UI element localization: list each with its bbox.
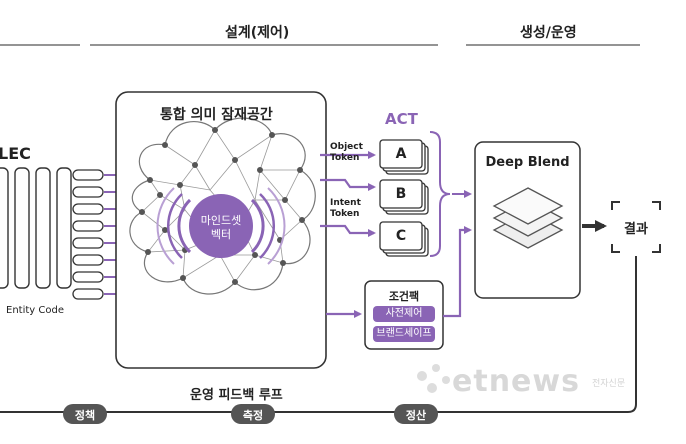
intent-token-line1: Intent [330, 198, 361, 209]
conditions-title: 조건팩 [365, 288, 443, 304]
lec-columns [0, 168, 71, 288]
object-token-label: Object Token [330, 142, 363, 164]
mindset-vector-line2: 벡터 [197, 226, 245, 242]
loop-stage-measure: 측정 [231, 407, 275, 423]
result-label: 결과 [612, 218, 660, 237]
entity-code-label: Entity Code [6, 305, 64, 316]
entity-code-slots [73, 170, 122, 299]
object-token-line2: Token [330, 153, 363, 164]
feedback-loop-title: 운영 피드백 루프 [190, 384, 283, 403]
conditions-to-blend-arrow [443, 230, 470, 316]
loop-stage-policy: 정책 [63, 407, 107, 423]
condition-pill-precontrol: 사전제어 [373, 306, 435, 322]
act-item-c: C [380, 228, 422, 244]
deep-blend-title: Deep Blend [475, 155, 580, 170]
ops-section-label: 생성/운영 [520, 22, 577, 42]
act-item-a: A [380, 146, 422, 162]
act-title: ACT [385, 110, 418, 128]
act-item-b: B [380, 186, 422, 202]
lec-title: LEC [0, 144, 31, 163]
intent-token-line2: Token [330, 209, 361, 220]
loop-stage-settle: 정산 [394, 407, 438, 423]
design-section-label: 설계(제어) [225, 22, 289, 42]
watermark-logo-icon [417, 364, 450, 393]
object-token-line1: Object [330, 142, 363, 153]
latent-space-title: 통합 의미 잠재공간 [160, 104, 273, 124]
watermark-sub: 전자신문 [592, 376, 625, 389]
token-arrows [320, 155, 374, 233]
watermark-text: etnews [452, 364, 580, 399]
act-brace [430, 132, 450, 256]
intent-token-label: Intent Token [330, 198, 361, 220]
condition-pill-brandsafe: 브랜드세이프 [373, 326, 435, 342]
